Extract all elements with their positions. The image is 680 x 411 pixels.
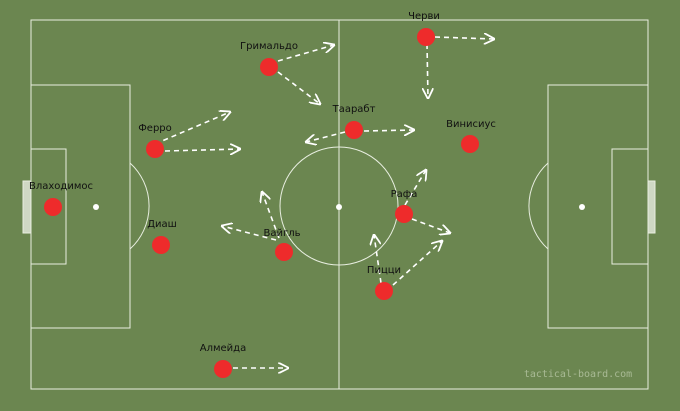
watermark: tactical-board.com <box>524 369 632 380</box>
player-ferro[interactable]: Ферро <box>138 123 172 158</box>
player-rafa[interactable]: Рафа <box>391 189 418 223</box>
arrow-pizzi-2 <box>392 241 442 286</box>
player-name: Диаш <box>147 219 177 230</box>
left-penalty-spot <box>93 204 99 210</box>
arrow-ferro-1 <box>154 112 230 145</box>
arrow-vaigl-2 <box>262 192 280 239</box>
arrow-chervi-2 <box>427 43 428 98</box>
player-marker[interactable] <box>345 121 363 139</box>
left-goal <box>22 180 32 234</box>
player-name: Пицци <box>367 265 401 276</box>
player-name: Вайгль <box>263 228 300 239</box>
center-spot <box>336 204 342 210</box>
player-marker[interactable] <box>375 282 393 300</box>
player-grimaldo[interactable]: Гримальдо <box>240 41 298 76</box>
player-name: Гримальдо <box>240 41 298 52</box>
player-marker[interactable] <box>417 28 435 46</box>
player-marker[interactable] <box>395 205 413 223</box>
player-marker[interactable] <box>44 198 62 216</box>
arrow-pizzi-1 <box>374 235 382 284</box>
right-goal <box>647 180 656 234</box>
player-diash[interactable]: Диаш <box>147 219 177 254</box>
player-vlachodimos[interactable]: Влаходимос <box>29 181 93 216</box>
player-name: Рафа <box>391 189 418 200</box>
player-vaigl[interactable]: Вайгль <box>263 228 301 261</box>
arrow-vaigl-1 <box>222 226 277 241</box>
player-marker[interactable] <box>214 360 232 378</box>
player-marker[interactable] <box>152 236 170 254</box>
pitch-markings <box>22 19 656 390</box>
center-circle <box>279 146 399 266</box>
arrow-ferro-2 <box>164 149 240 151</box>
player-chervi[interactable]: Черви <box>408 11 440 46</box>
player-marker[interactable] <box>461 135 479 153</box>
player-marker[interactable] <box>260 58 278 76</box>
players: Влаходимос Ферро Диаш Алмейда Гримальдо … <box>29 11 496 378</box>
movement-arrows <box>154 37 494 368</box>
player-almeida[interactable]: Алмейда <box>200 343 246 378</box>
right-penalty-spot <box>579 204 585 210</box>
right-penalty-arc <box>528 162 549 250</box>
player-name: Таарабт <box>332 104 376 115</box>
arrow-taarabt-1 <box>306 131 346 142</box>
player-name: Ферро <box>138 123 172 134</box>
player-name: Алмейда <box>200 343 246 354</box>
player-name: Влаходимос <box>29 181 93 192</box>
arrow-grimaldo-1 <box>277 45 334 62</box>
player-taarabt[interactable]: Таарабт <box>332 104 376 139</box>
arrow-rafa-2 <box>411 218 450 233</box>
player-name: Винисиус <box>446 119 496 130</box>
player-marker[interactable] <box>275 243 293 261</box>
arrow-rafa-1 <box>404 170 426 206</box>
left-penalty-arc <box>129 162 150 250</box>
arrow-chervi-1 <box>434 37 494 39</box>
player-marker[interactable] <box>146 140 164 158</box>
player-vinisius[interactable]: Винисиус <box>446 119 496 153</box>
player-pizzi[interactable]: Пицци <box>367 265 401 300</box>
player-name: Черви <box>408 11 440 22</box>
